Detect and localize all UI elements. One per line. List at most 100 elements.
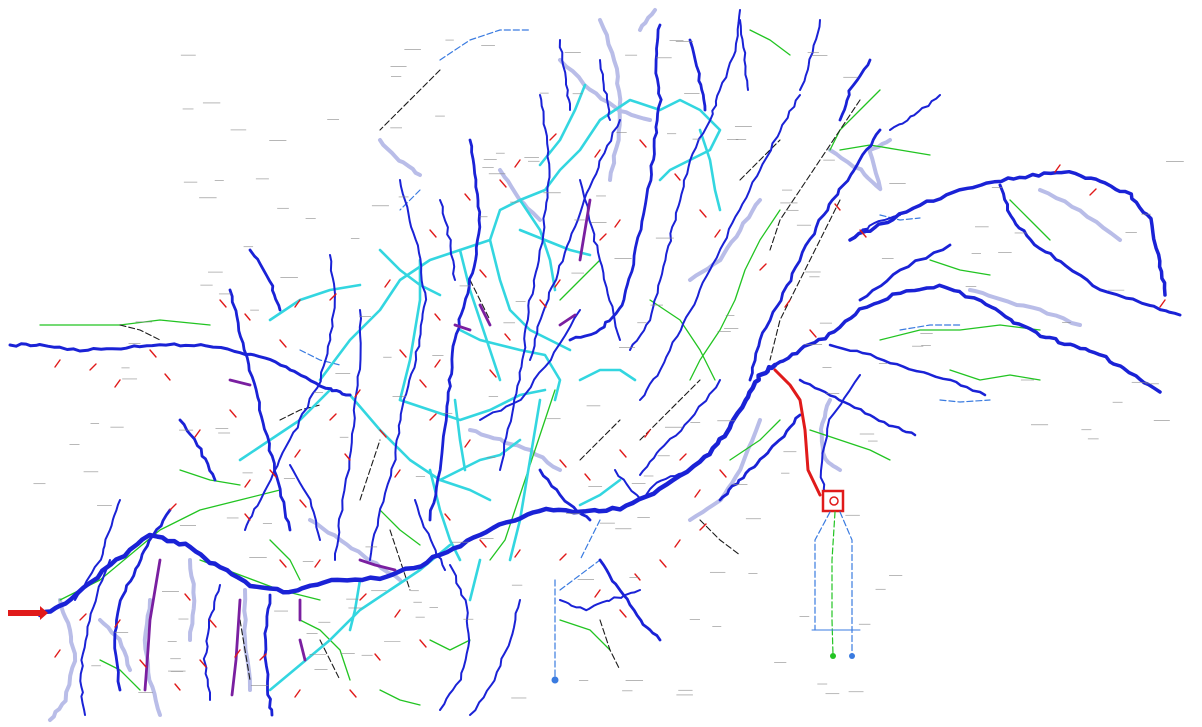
red-abstraction-tick xyxy=(184,593,191,601)
red-arrow-icon xyxy=(8,610,40,616)
canal-segment xyxy=(518,198,557,292)
transfer-link xyxy=(429,639,471,651)
node-label-layer xyxy=(33,39,1184,699)
tributary-river xyxy=(369,179,428,561)
red-abstraction-tick xyxy=(244,479,251,488)
blue-dashed-link xyxy=(879,214,921,221)
red-abstraction-tick xyxy=(149,349,157,358)
tributary-river xyxy=(639,94,801,401)
red-abstraction-tick xyxy=(674,173,681,181)
tributary-river xyxy=(74,499,121,601)
blue-drop-node-icon xyxy=(830,653,836,659)
red-square-node-inner xyxy=(829,496,839,506)
red-abstraction-tick xyxy=(169,503,177,511)
tributary-river xyxy=(849,214,901,241)
transfer-link xyxy=(829,89,881,151)
purple-aqueduct xyxy=(478,303,492,327)
tributary-river xyxy=(598,558,662,642)
blue-drop-node-icon xyxy=(849,653,855,659)
purple-aqueduct xyxy=(358,558,397,572)
canal-segment xyxy=(398,388,547,422)
red-abstraction-tick xyxy=(599,233,607,241)
outlet-pipe xyxy=(839,511,853,656)
red-abstraction-tick xyxy=(1054,164,1061,173)
red-abstraction-tick xyxy=(244,513,251,521)
red-abstraction-tick xyxy=(834,203,841,211)
dark-link xyxy=(769,99,861,251)
red-abstraction-tick xyxy=(429,413,437,421)
canal-segment xyxy=(378,248,442,297)
dark-link xyxy=(469,279,491,321)
north-east-branch xyxy=(998,183,1182,317)
red-abstraction-tick xyxy=(619,609,627,618)
transfer-link xyxy=(269,539,301,581)
red-abstraction-tick xyxy=(784,299,791,308)
red-abstraction-tick xyxy=(859,229,867,238)
canal-segment xyxy=(348,578,362,632)
outlet-pipe xyxy=(831,511,836,656)
pale-channel xyxy=(468,428,562,472)
transfer-link xyxy=(949,369,1041,381)
pale-channel xyxy=(638,8,657,32)
tributary-river xyxy=(559,589,641,612)
red-abstraction-tick xyxy=(354,389,361,398)
purple-aqueduct xyxy=(298,638,307,662)
pale-channel xyxy=(48,598,78,722)
red-abstraction-tick xyxy=(679,453,687,461)
red-abstraction-tick xyxy=(554,279,561,288)
tributary-river xyxy=(469,599,521,716)
red-square-node-icon xyxy=(821,489,845,513)
tributary-river xyxy=(439,199,456,281)
canal-segment xyxy=(538,83,587,167)
tributary-river xyxy=(889,94,941,131)
blue-dashed-link xyxy=(439,29,531,61)
transfer-link xyxy=(489,389,556,561)
red-abstraction-tick xyxy=(79,613,87,621)
red-abstraction-tick xyxy=(294,689,301,698)
tributary-river xyxy=(799,19,821,91)
red-abstraction-layer xyxy=(54,133,1166,698)
red-abstraction-tick xyxy=(279,559,287,568)
red-abstraction-tick xyxy=(514,159,521,168)
red-abstraction-tick xyxy=(444,513,451,521)
red-abstraction-tick xyxy=(549,133,557,141)
red-arrow-icon-head xyxy=(40,606,48,620)
red-abstraction-tick xyxy=(539,299,547,308)
red-abstraction-tick xyxy=(209,619,217,628)
red-abstraction-tick xyxy=(464,193,471,201)
blue-dashed-link xyxy=(579,519,601,561)
red-abstraction-tick xyxy=(194,429,201,438)
river-layer xyxy=(8,9,1182,717)
outlet-pipe xyxy=(814,511,831,631)
transfer-link xyxy=(559,619,611,651)
transfer-link xyxy=(649,299,716,381)
tributary-river xyxy=(414,499,446,571)
tributary-river xyxy=(614,469,691,501)
red-abstraction-tick xyxy=(614,219,621,228)
transfer-link xyxy=(39,319,211,326)
tributary-river xyxy=(202,584,221,701)
red-abstraction-tick xyxy=(559,553,567,561)
red-abstraction-tick xyxy=(259,653,267,661)
tributary-river xyxy=(529,119,621,361)
tributary-river xyxy=(739,19,749,91)
purple-aqueduct xyxy=(578,198,592,262)
tributary-river xyxy=(629,9,741,351)
red-abstraction-tick xyxy=(489,369,497,378)
red-abstraction-tick xyxy=(634,573,641,581)
dark-link xyxy=(319,639,341,681)
pale-channel xyxy=(598,18,623,182)
pale-channel xyxy=(688,418,762,522)
red-abstraction-tick xyxy=(619,449,627,458)
red-abstraction-tick xyxy=(114,379,121,388)
transfer-link xyxy=(729,419,781,461)
tributary-river xyxy=(499,94,551,471)
red-abstraction-tick xyxy=(514,549,521,558)
canal-segment xyxy=(518,228,592,257)
dark-link xyxy=(739,139,781,181)
red-abstraction-tick xyxy=(54,359,61,368)
red-abstraction-tick xyxy=(394,469,401,478)
eastern-river xyxy=(773,283,1162,394)
red-abstraction-tick xyxy=(674,539,681,548)
canal-segment xyxy=(468,558,482,602)
